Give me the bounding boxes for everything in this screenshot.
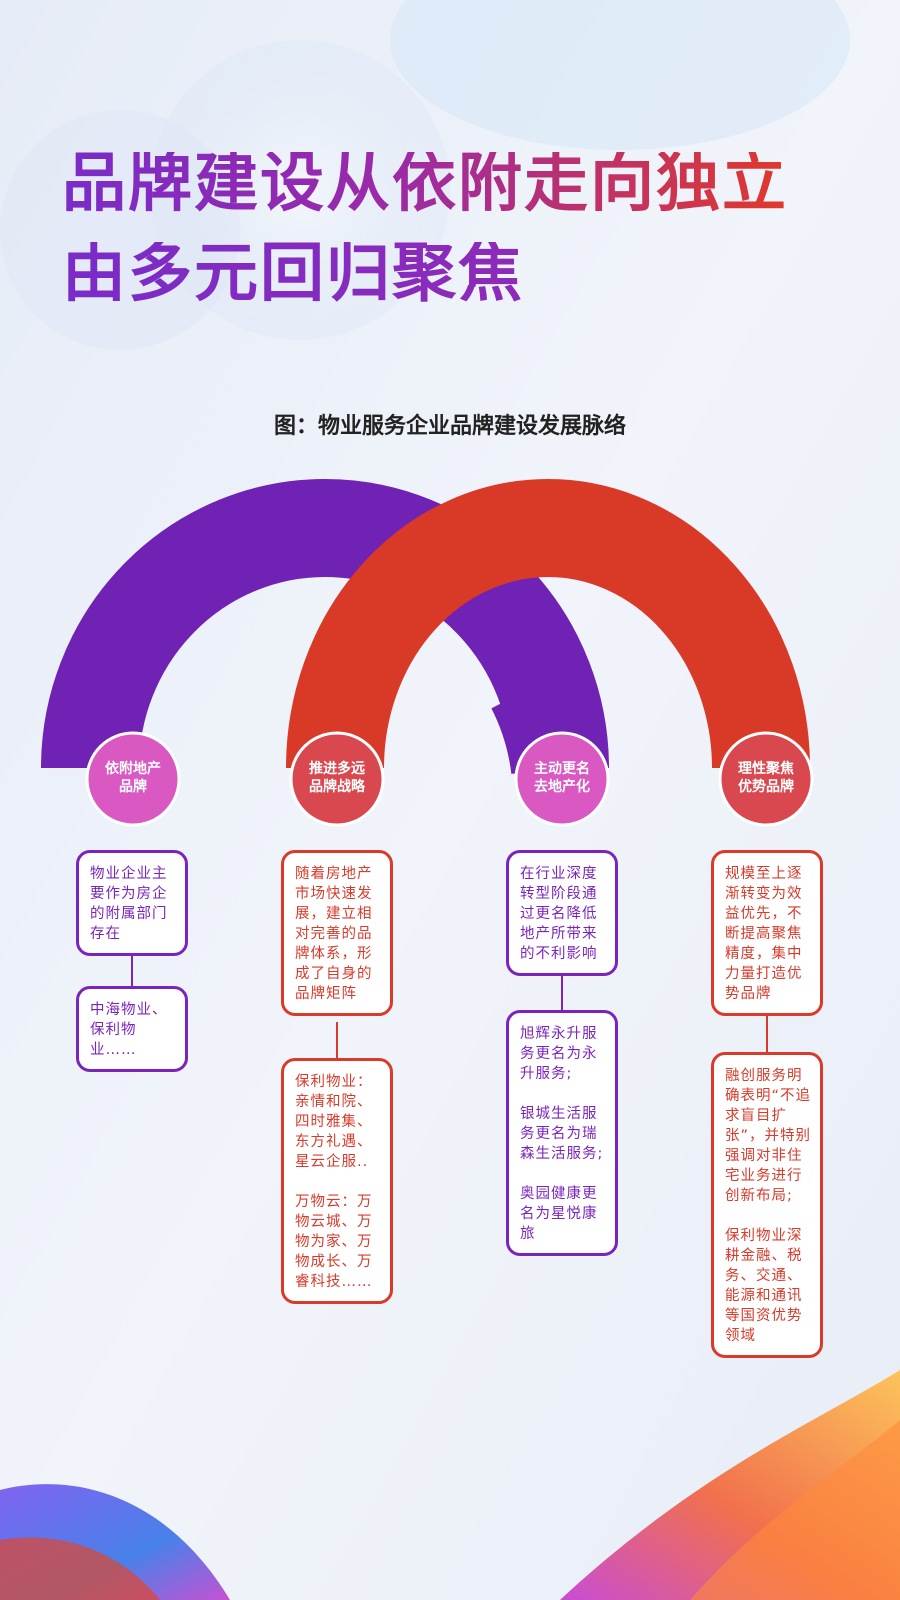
figure-caption: 图：物业服务企业品牌建设发展脉络 (273, 414, 626, 439)
stage-4-example-1: 融创服务明确表明“不追求盲目扩张”，并特别强调对非住宅业务进行创新布局; (725, 1068, 812, 1204)
stage-3-description-box: 在行业深度转型阶段通过更名降低地产所带来的不利影响 (506, 850, 618, 976)
stage-4-description: 规模至上逐渐转变为效益优先，不断提高聚焦精度，集中力量打造优势品牌 (725, 866, 803, 1002)
stage-label-3-line1: 主动更名 (534, 761, 590, 777)
stage-2-example-onewo: 万物云：万物云城、万物为家、万物成长、万睿科技…… (295, 1194, 373, 1290)
stage-3-example-2: 银城生活服务更名为瑞森生活服务; (520, 1106, 604, 1162)
stage-label-2-line1: 推进多远 (309, 761, 365, 777)
stage-node-4 (718, 731, 814, 827)
stage-4-description-box: 规模至上逐渐转变为效益优先，不断提高聚焦精度，集中力量打造优势品牌 (711, 850, 823, 1016)
stage-label-1: 依附地产 品牌 (97, 760, 169, 796)
page-title-line-2: 由多元回归聚焦 (62, 237, 524, 311)
stage-4-examples-box: 融创服务明确表明“不追求盲目扩张”，并特别强调对非住宅业务进行创新布局; 保利物… (711, 1052, 823, 1358)
stage-node-1 (85, 731, 181, 827)
stage-2-description: 随着房地产市场快速发展，建立相对完善的品牌体系，形成了自身的品牌矩阵 (295, 866, 373, 1002)
stage-label-4: 理性聚焦 优势品牌 (730, 760, 802, 796)
stage-2-example-poly: 保利物业：亲情和院、四时雅集、东方礼遇、星云企服.. (295, 1074, 373, 1170)
stage-1-description-box: 物业企业主要作为房企的附属部门存在 (76, 850, 188, 956)
stage-node-2 (289, 731, 385, 827)
purple-arc-1 (41, 479, 609, 769)
stage-1-examples-box: 中海物业、保利物业…… (76, 986, 188, 1072)
stage-label-1-line1: 依附地产 (105, 761, 161, 777)
stage-label-1-line2: 品牌 (119, 779, 147, 795)
stage-3-example-3: 奥园健康更名为星悦康旅 (520, 1186, 598, 1242)
stage-label-3: 主动更名 去地产化 (526, 760, 598, 796)
stage-3-description: 在行业深度转型阶段通过更名降低地产所带来的不利影响 (520, 866, 598, 962)
stage-node-3 (514, 731, 610, 827)
stage-2-description-box: 随着房地产市场快速发展，建立相对完善的品牌体系，形成了自身的品牌矩阵 (281, 850, 393, 1016)
stage-2-examples-box: 保利物业：亲情和院、四时雅集、东方礼遇、星云企服.. 万物云：万物云城、万物为家… (281, 1058, 393, 1304)
red-arc-1 (286, 479, 810, 769)
stage-3-examples-box: 旭辉永升服务更名为永升服务; 银城生活服务更名为瑞森生活服务; 奥园健康更名为星… (506, 1010, 618, 1256)
stage-3-example-1: 旭辉永升服务更名为永升服务; (520, 1026, 598, 1082)
page-title-line-1: 品牌建设从依附走向独立 (62, 147, 788, 221)
stage-label-4-line1: 理性聚焦 (738, 761, 794, 777)
stage-label-2-line2: 品牌战略 (309, 779, 365, 795)
stage-label-2: 推进多远 品牌战略 (301, 760, 373, 796)
stage-1-description: 物业企业主要作为房企的附属部门存在 (90, 866, 168, 942)
stage-label-3-line2: 去地产化 (534, 779, 590, 795)
stage-label-4-line2: 优势品牌 (738, 779, 794, 795)
stage-4-example-2: 保利物业深耕金融、税务、交通、能源和通讯等国资优势领域 (725, 1228, 803, 1344)
stage-1-examples: 中海物业、保利物业…… (90, 1002, 168, 1058)
